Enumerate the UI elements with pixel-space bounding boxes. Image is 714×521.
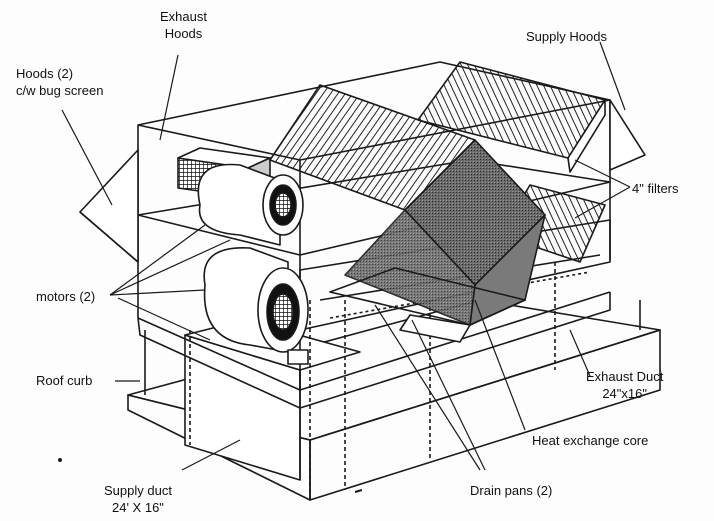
supply-hood-wedge	[609, 99, 646, 171]
bug-screen-hood	[79, 149, 139, 263]
label-supply-hoods: Supply Hoods	[526, 29, 607, 44]
label-supply-duct: Supply duct 24' X 16"	[104, 483, 172, 515]
label-heat-exchange-core: Heat exchange core	[532, 433, 649, 448]
lower-motor	[203, 247, 309, 365]
label-drain-pans: Drain pans (2)	[470, 483, 553, 498]
upper-motor	[197, 163, 304, 246]
label-motors: motors (2)	[36, 289, 96, 304]
label-exhaust-hoods: Exhaust Hoods	[160, 9, 207, 41]
label-bug-screen-hoods: Hoods (2) c/w bug screen	[16, 66, 104, 98]
leader-lines	[61, 41, 631, 471]
label-exhaust-duct: Exhaust Duct 24"x16"	[586, 369, 664, 401]
label-roof-curb: Roof curb	[36, 373, 93, 388]
drain-pan	[329, 267, 526, 343]
label-filters: 4" filters	[632, 181, 679, 196]
heat-exchange-core	[344, 139, 546, 326]
